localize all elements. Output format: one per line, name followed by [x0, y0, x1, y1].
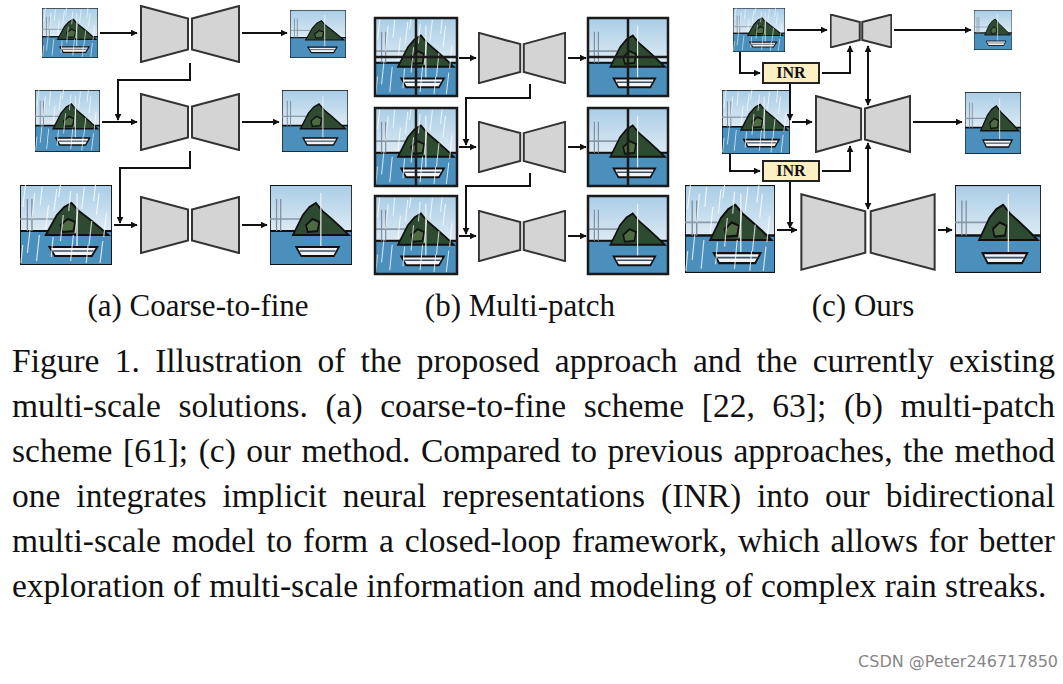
patch-border	[375, 108, 457, 186]
encoder-decoder	[479, 33, 565, 83]
flow-arrow	[242, 32, 287, 34]
encoder-decoder	[816, 96, 910, 152]
patch-border	[588, 108, 668, 186]
rainy-image	[375, 108, 457, 186]
derained-image	[965, 92, 1021, 154]
patch-border	[588, 196, 668, 274]
flow-arrow	[242, 224, 267, 226]
encoder-decoder	[141, 197, 239, 253]
feature-arrow	[466, 84, 530, 145]
bidirectional-arrow	[867, 143, 869, 209]
flow-arrow	[938, 229, 952, 231]
flow-arrow	[913, 121, 962, 123]
panel-c	[685, 8, 1041, 273]
flow-arrow	[568, 57, 586, 59]
flow-arrow	[102, 121, 137, 123]
panel-a	[20, 6, 352, 265]
derained-image	[282, 90, 348, 152]
encoder-decoder	[831, 15, 892, 48]
rainy-image	[42, 8, 98, 58]
derained-image	[588, 108, 668, 186]
watermark: CSDN @Peter246717850	[770, 652, 1058, 671]
flow-arrow	[894, 29, 971, 31]
inr-box: INR	[762, 62, 820, 84]
flow-arrow	[459, 146, 476, 148]
encoder-decoder	[479, 211, 565, 261]
panel-b	[375, 18, 668, 274]
patch-border	[375, 196, 457, 274]
flow-arrow	[568, 146, 586, 148]
encoder-decoder	[141, 6, 239, 62]
flow-arrow	[787, 29, 827, 31]
rainy-image	[733, 8, 785, 52]
flow-arrow	[100, 32, 137, 34]
feature-arrow	[118, 63, 190, 120]
inr-output-arrow	[789, 182, 791, 228]
flow-arrow	[777, 229, 797, 231]
inr-input-arrow	[740, 52, 760, 73]
inr-input-arrow	[730, 154, 760, 171]
node-label: INR	[776, 163, 805, 179]
derained-image	[270, 185, 352, 265]
patch-grid	[375, 18, 457, 96]
flow-arrow	[114, 224, 137, 226]
rainy-image	[35, 90, 100, 152]
inr-feedback-arrow	[822, 146, 850, 171]
derained-image	[955, 185, 1041, 273]
feature-arrow	[466, 173, 530, 234]
patch-grid	[415, 108, 418, 186]
rainy-image	[685, 185, 775, 273]
inr-feedback-arrow	[822, 46, 850, 73]
encoder-decoder	[141, 94, 239, 150]
flow-arrow	[459, 235, 476, 237]
derained-image	[588, 196, 668, 274]
flow-arrow	[792, 121, 812, 123]
subfigure-label: (b) Multi-patch	[370, 288, 670, 324]
rainy-image	[722, 90, 790, 154]
subfigure-label: (c) Ours	[713, 288, 1013, 324]
derained-image	[588, 18, 668, 96]
feature-arrow	[120, 151, 190, 223]
flow-arrow	[459, 57, 476, 59]
rainy-image	[375, 18, 457, 96]
rainy-image	[375, 196, 457, 274]
flow-arrow	[568, 235, 586, 237]
derained-image	[974, 10, 1012, 50]
inr-box: INR	[762, 160, 820, 182]
bidirectional-arrow	[867, 46, 869, 105]
node-label: INR	[776, 65, 805, 81]
derained-image	[290, 10, 346, 58]
patch-grid	[588, 18, 668, 96]
flow-arrow	[242, 121, 279, 123]
figure-caption: Figure 1. Illustration of the proposed a…	[12, 338, 1055, 608]
patch-grid	[627, 108, 630, 186]
patch-border	[375, 18, 457, 96]
patch-border	[588, 18, 668, 96]
rainy-image	[20, 185, 112, 265]
subfigure-label: (a) Coarse-to-fine	[48, 288, 348, 324]
inr-output-arrow	[789, 84, 791, 120]
encoder-decoder	[479, 122, 565, 172]
